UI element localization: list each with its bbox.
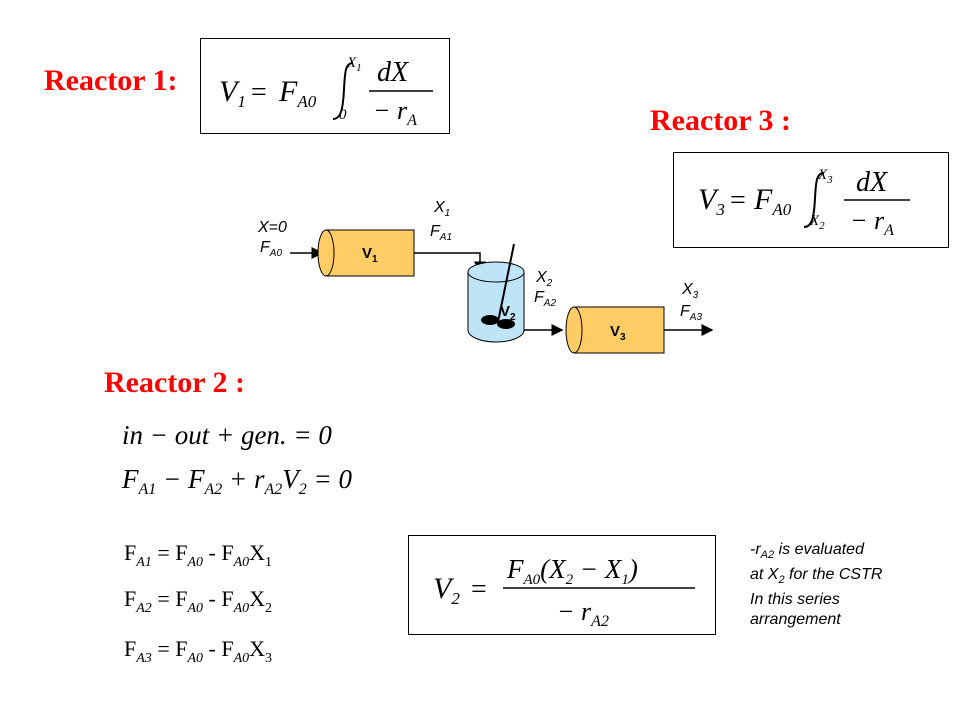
impeller-blade [497, 319, 515, 329]
svg-text:=: = [471, 574, 487, 605]
reactor3-equation-box: V3 = FA0 X3 X2 dX − rA [673, 152, 949, 248]
reactor1-heading: Reactor 1: [44, 64, 178, 97]
svg-text:− rA: − rA [373, 96, 417, 129]
svg-text:V3: V3 [610, 323, 626, 343]
balance-line-2: FA1 − FA2 + rA2V2 = 0 [121, 464, 353, 498]
svg-text:X1: X1 [346, 55, 362, 74]
reactor-train-diagram: X=0 FA0 V1 X1 FA1 V2 X2 FA2 V3 X3 FA3 [257, 199, 714, 354]
pfr-3: V3 [565, 306, 665, 354]
svg-text:FA0: FA0 [278, 75, 317, 111]
x2-label: X [535, 269, 548, 286]
v2-equation: V2 = FA0(X2 − X1) − rA2 [433, 554, 695, 630]
x1-label: X [433, 199, 446, 216]
svg-text:V2: V2 [500, 303, 516, 323]
integral-sign [332, 62, 354, 120]
svg-text:FA2: FA2 [534, 289, 556, 309]
fa3-label: F [680, 303, 691, 320]
pfr-1: V1 [317, 229, 415, 277]
svg-text:FA0: FA0 [753, 183, 792, 219]
svg-text:FA1: FA1 [430, 223, 452, 243]
eq-lhs: V [219, 75, 241, 108]
svg-text:FA0: FA0 [260, 239, 282, 259]
eq-denominator: − r [373, 96, 408, 125]
note-line-4: arrangement [750, 611, 841, 629]
x3-label: X [681, 281, 694, 298]
eq-f: F [278, 75, 298, 108]
eq-numerator: dX [377, 57, 409, 88]
flow-line-1: FA1 = FA0 - FA0X1 [124, 540, 272, 570]
svg-text:X1: X1 [433, 199, 450, 219]
svg-text:X2: X2 [809, 213, 825, 232]
note-line-2: at X2 for the CSTR [750, 566, 883, 587]
v3-label: V [610, 323, 620, 340]
v2-label: V [500, 303, 510, 320]
svg-text:FA0(X2 − X1): FA0(X2 − X1) [506, 554, 638, 588]
note-line-3: In this series [750, 591, 840, 609]
svg-text:X3: X3 [681, 281, 699, 301]
stirrer-shaft [497, 243, 515, 323]
flow-line-3: FA3 = FA0 - FA0X3 [124, 636, 272, 666]
svg-text:X2: X2 [535, 269, 553, 289]
eq-f-sub: A0 [296, 92, 316, 111]
svg-text:FA3: FA3 [680, 303, 702, 323]
fa1-label: F [430, 223, 441, 240]
eq-lhs-sub: 1 [237, 92, 246, 111]
svg-text:V1: V1 [362, 245, 378, 265]
svg-text:dX: dX [856, 167, 888, 198]
fa2-label: F [534, 289, 545, 306]
reactor2-balance: in − out + gen. = 0 FA1 − FA2 + rA2V2 = … [121, 420, 353, 498]
v1-label: V [362, 245, 372, 262]
reactor2-heading: Reactor 2 : [104, 366, 246, 399]
cstr-2: V2 [467, 243, 525, 343]
eq-equals: = [251, 77, 267, 108]
svg-text:− rA: − rA [850, 206, 894, 239]
cstr-note: -rA2 is evaluated at X2 for the CSTR In … [750, 540, 950, 630]
svg-text:=: = [730, 185, 746, 216]
inlet-x-label: X=0 [257, 219, 287, 236]
svg-text:V3: V3 [698, 183, 725, 219]
svg-text:V2: V2 [433, 572, 460, 608]
v2-equation-box: V2 = FA0(X2 − X1) − rA2 [408, 535, 716, 635]
inlet-f-label: F [260, 239, 271, 256]
flow-relationships: FA1 = FA0 - FA0X1 FA2 = FA0 - FA0X2 FA3 … [124, 540, 272, 666]
svg-text:− rA2: − rA2 [557, 597, 609, 630]
svg-text:V1: V1 [219, 75, 246, 111]
reactor1-equation-box: V1 = FA0 X1 0 dX − rA [200, 38, 450, 134]
reactor1-equation: V1 = FA0 X1 0 dX − rA [219, 55, 433, 129]
flow-line-2: FA2 = FA0 - FA0X2 [124, 586, 272, 616]
integral-sign [803, 172, 825, 228]
impeller-blade [481, 315, 499, 325]
reactor3-equation: V3 = FA0 X3 X2 dX − rA [698, 167, 910, 239]
svg-text:X3: X3 [817, 167, 833, 186]
note-line-1: -rA2 is evaluated [750, 541, 864, 562]
integral-lower: 0 [339, 107, 347, 123]
balance-line-1: in − out + gen. = 0 [122, 420, 332, 450]
reactor3-heading: Reactor 3 : [650, 104, 792, 137]
